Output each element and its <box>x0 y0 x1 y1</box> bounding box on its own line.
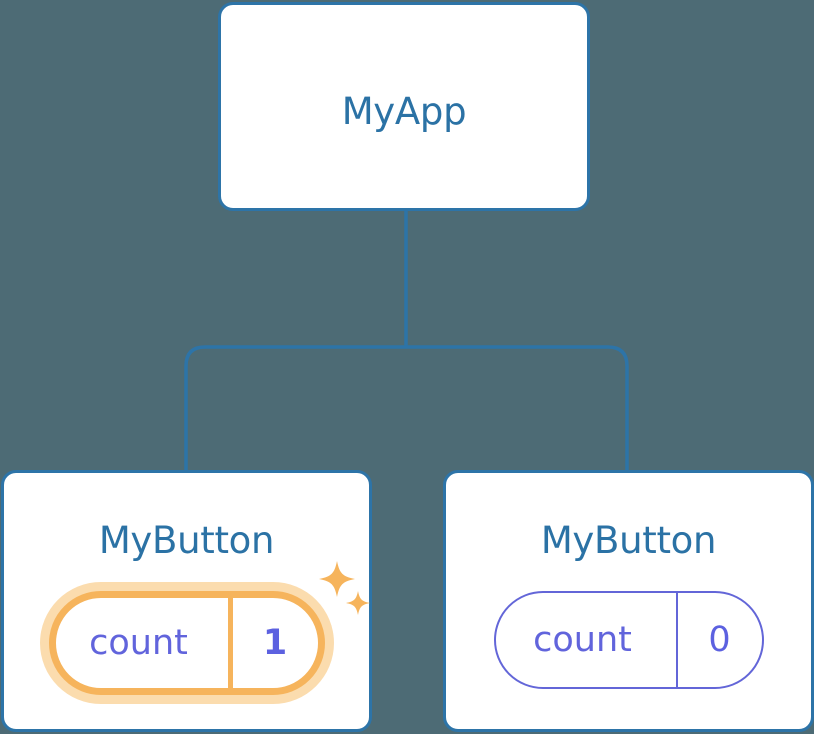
node-card-myapp[interactable]: MyApp <box>218 2 590 211</box>
node-title-mybutton-2: MyButton <box>540 519 717 562</box>
node-title-myapp: MyApp <box>341 90 467 133</box>
node-title-mybutton-1: MyButton <box>98 519 275 562</box>
connector-branch-right <box>406 345 629 470</box>
state-badge-wrap-1: count 1 <box>4 591 369 701</box>
node-card-mybutton-2[interactable]: MyButton count 0 <box>443 470 814 732</box>
connector-branch-left <box>184 345 406 470</box>
state-value-1: 1 <box>227 598 318 688</box>
state-key-2: count <box>533 620 632 660</box>
state-badge-wrap-2: count 0 <box>446 591 811 701</box>
state-key-1: count <box>89 623 188 663</box>
node-card-mybutton-1[interactable]: MyButton count 1 <box>1 470 372 732</box>
state-badge-2[interactable]: count 0 <box>493 591 764 689</box>
state-value-2: 0 <box>675 593 762 687</box>
state-badge-1[interactable]: count 1 <box>48 591 325 695</box>
